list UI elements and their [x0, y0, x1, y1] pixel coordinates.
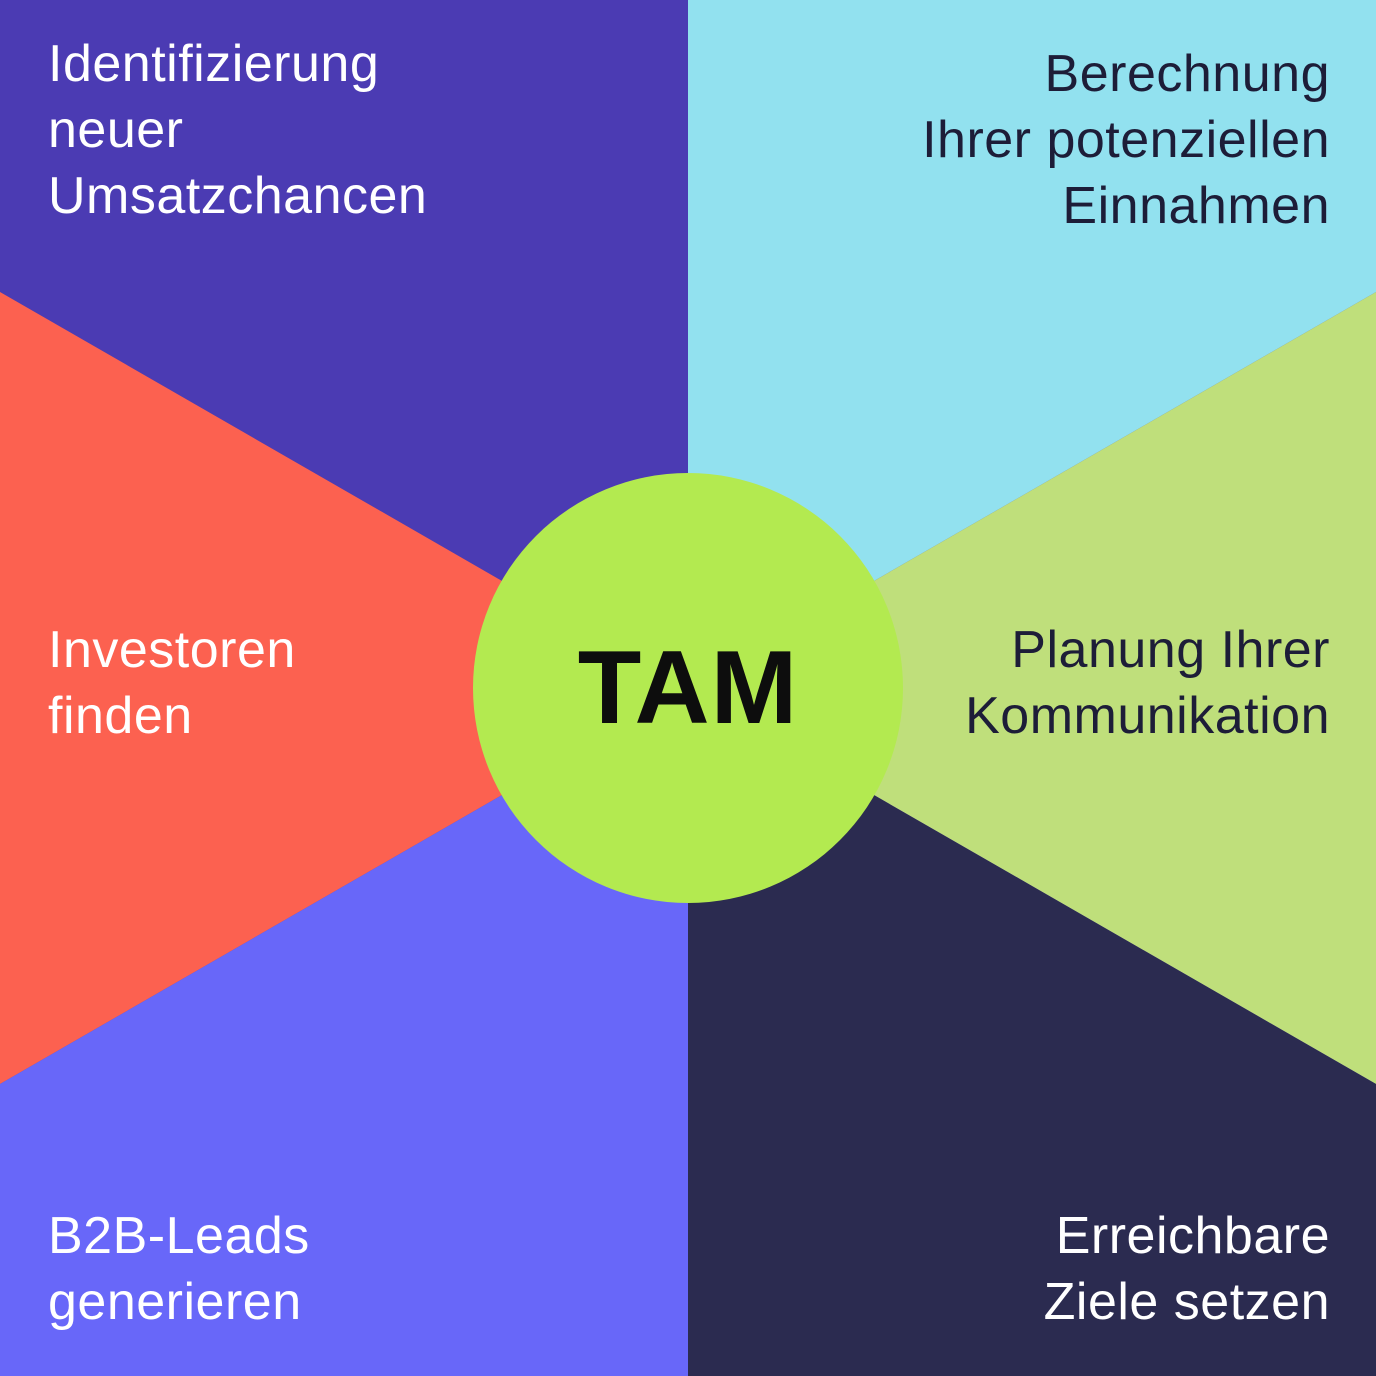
wedge-top-right	[688, 0, 1376, 688]
wedge-middle-right	[688, 292, 1376, 1084]
label-bottom-right: Erreichbare Ziele setzen	[1043, 1207, 1330, 1331]
wedge-top-left	[0, 0, 688, 688]
wedge-middle-left	[0, 292, 688, 1084]
label-bottom-left: B2B-Leads generieren	[48, 1207, 310, 1331]
label-top-right: Berechnung Ihrer potenziellen Einnahmen	[922, 45, 1330, 235]
center-title: TAM	[577, 629, 799, 746]
label-top-left: Identifizierung neuer Umsatzchancen	[48, 35, 428, 225]
center-circle	[473, 473, 903, 903]
wedge-bottom-left	[0, 688, 688, 1376]
label-middle-right: Planung Ihrer Kommunikation	[965, 621, 1330, 745]
wedge-bottom-right	[688, 688, 1376, 1376]
label-middle-left: Investoren finden	[48, 621, 296, 745]
